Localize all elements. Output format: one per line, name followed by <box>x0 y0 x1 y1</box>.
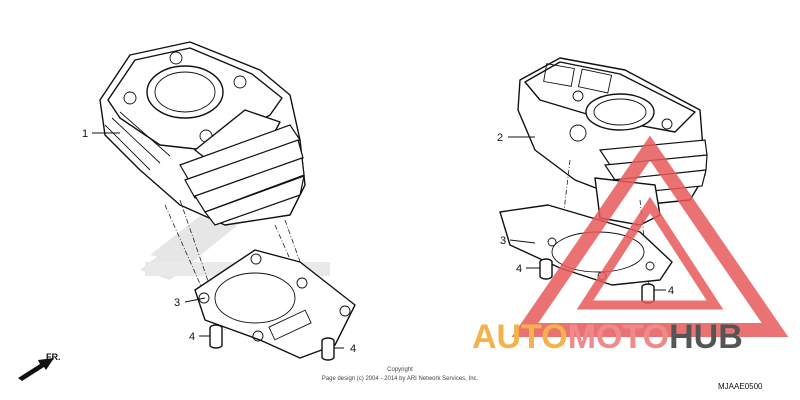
front-direction-arrow-icon <box>18 358 54 381</box>
callout-4-left-b: 4 <box>350 343 356 355</box>
dowel-pin-left-a[interactable] <box>209 324 223 349</box>
svg-text:AUTOMOTOHUB: AUTOMOTOHUB <box>472 318 743 356</box>
callout-1: 1 <box>82 128 88 140</box>
gasket-left[interactable] <box>194 249 356 359</box>
copyright-line-2: Page design (c) 2004 - 2014 by ARI Netwo… <box>322 376 479 382</box>
diagram-code: MJAAE0500 <box>718 382 763 391</box>
callout-3-left: 3 <box>174 297 180 309</box>
callout-3-right: 3 <box>500 235 506 247</box>
callout-2: 2 <box>497 132 503 144</box>
front-direction-label: FR. <box>46 352 61 362</box>
dowel-pin-right-a[interactable] <box>539 258 553 280</box>
watermark-moto: MOTO <box>568 318 669 356</box>
callout-4-right-a: 4 <box>516 263 522 275</box>
watermark-hub: HUB <box>669 318 743 356</box>
callout-4-right-b: 4 <box>668 285 674 297</box>
callout-4-left-a: 4 <box>189 331 195 343</box>
dowel-pin-left-b[interactable] <box>321 337 335 361</box>
copyright-line-1: Copyright <box>387 367 413 373</box>
watermark-logo <box>511 135 789 337</box>
watermark-auto: AUTO <box>472 318 568 356</box>
watermark-text: AUTOMOTOHUB <box>472 318 743 356</box>
cylinder-left[interactable] <box>99 41 306 226</box>
dowel-pin-right-b[interactable] <box>641 283 655 304</box>
